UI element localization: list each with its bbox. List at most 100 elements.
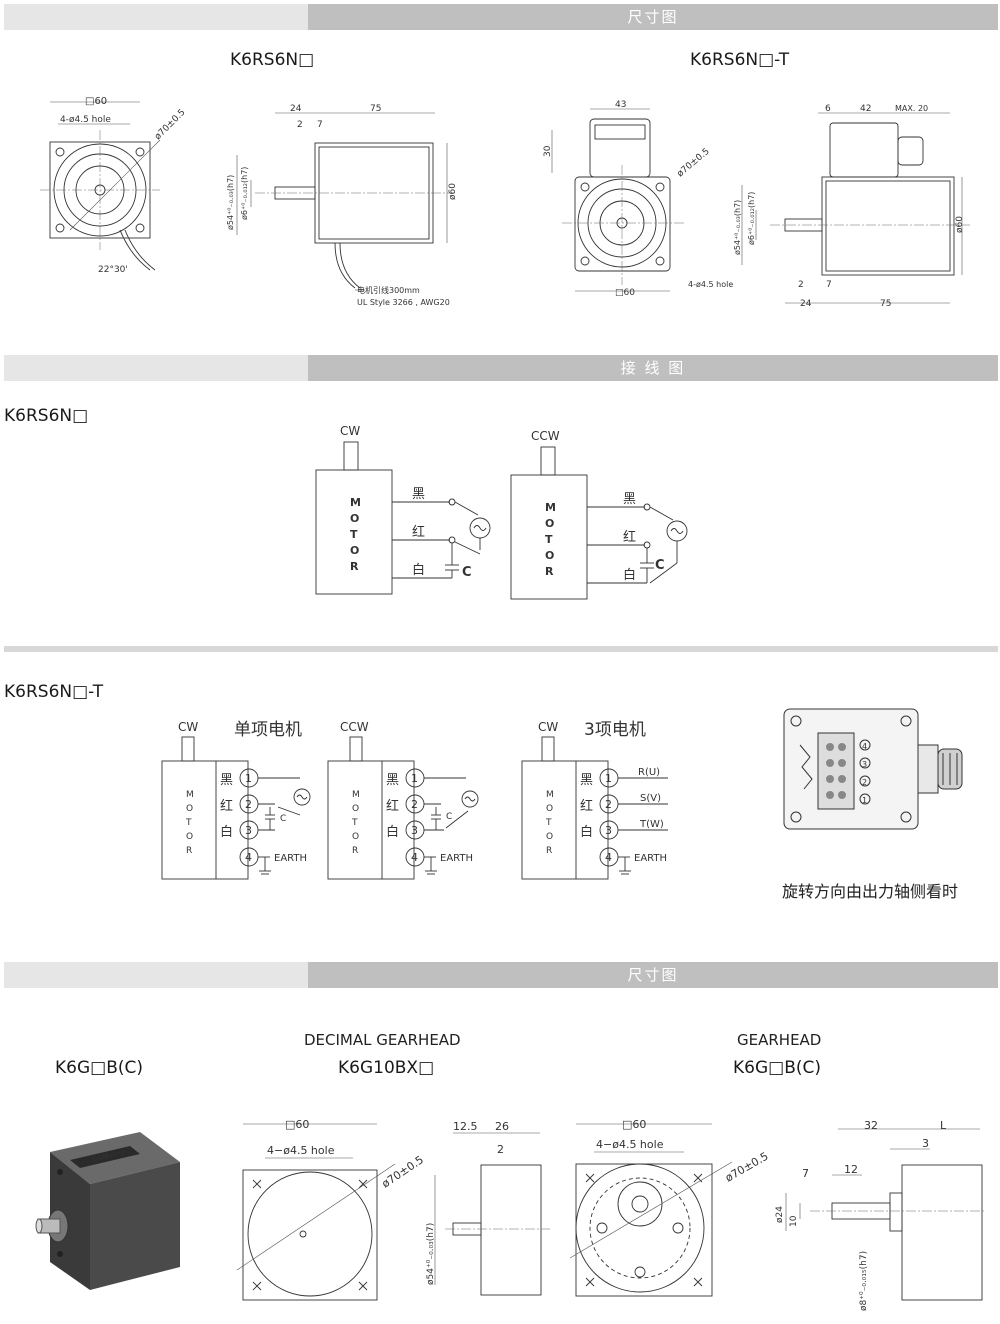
svg-text:ø54⁺⁰₋₀.₀₃(h7): ø54⁺⁰₋₀.₀₃(h7) xyxy=(733,200,742,255)
wiring-diagram-cw: CW M O T O R 黑 红 白 C xyxy=(315,424,491,595)
svg-text:S(V): S(V) xyxy=(640,793,661,804)
svg-text:ø60: ø60 xyxy=(448,183,458,200)
svg-text:黑: 黑 xyxy=(580,773,593,788)
svg-text:O: O xyxy=(352,804,359,814)
svg-text:2: 2 xyxy=(297,120,303,130)
svg-text:4: 4 xyxy=(605,851,612,864)
svg-text:黑: 黑 xyxy=(220,773,233,788)
svg-text:ø54⁺⁰₋₀.₀₃(h7): ø54⁺⁰₋₀.₀₃(h7) xyxy=(226,175,235,230)
gearhead-title: GEARHEAD xyxy=(737,1031,822,1049)
svg-text:M: M xyxy=(546,790,554,800)
svg-text:CCW: CCW xyxy=(531,429,560,443)
section-divider xyxy=(4,646,998,652)
svg-text:CW: CW xyxy=(538,720,558,734)
svg-text:C: C xyxy=(462,565,472,580)
svg-text:白: 白 xyxy=(623,567,636,583)
svg-text:10: 10 xyxy=(789,1215,799,1227)
section-header-dimensions: 尺寸图 xyxy=(4,4,998,30)
svg-text:□60: □60 xyxy=(615,288,635,298)
svg-text:白: 白 xyxy=(412,562,425,578)
svg-text:黑: 黑 xyxy=(412,487,425,502)
svg-text:O: O xyxy=(352,832,359,842)
svg-text:□60: □60 xyxy=(622,1118,646,1131)
svg-text:T(W): T(W) xyxy=(639,819,664,830)
model-label-k6rs6n: K6RS6N□ xyxy=(230,50,315,70)
svg-text:O: O xyxy=(545,517,554,530)
svg-text:R: R xyxy=(186,846,192,856)
svg-text:CCW: CCW xyxy=(340,720,369,734)
svg-text:O: O xyxy=(186,804,193,814)
svg-text:ø70±0.5: ø70±0.5 xyxy=(676,147,712,180)
svg-text:12.5: 12.5 xyxy=(453,1120,478,1133)
svg-text:2: 2 xyxy=(862,778,867,787)
svg-text:ø6⁺⁰₋₀.₀₁₂(h7): ø6⁺⁰₋₀.₀₁₂(h7) xyxy=(747,192,756,245)
svg-text:O: O xyxy=(186,832,193,842)
svg-text:C: C xyxy=(446,812,452,822)
svg-text:42: 42 xyxy=(860,104,871,114)
svg-text:黑: 黑 xyxy=(623,492,636,507)
terminal-diagram-single-cw: CW 单项电机 M O T O R 黑 红 白 1 2 3 4 C EARTH xyxy=(161,720,311,880)
svg-text:4: 4 xyxy=(862,742,867,751)
svg-text:1: 1 xyxy=(411,772,418,785)
svg-text:红: 红 xyxy=(412,524,425,540)
dim-text: 4-ø4.5 hole xyxy=(60,115,111,125)
svg-text:MAX. 20: MAX. 20 xyxy=(895,104,928,113)
gearhead-model-label-a: K6G□B(C) xyxy=(55,1058,143,1078)
motor-front-view-left: □60 4-ø4.5 hole ø70±0.5 22°30' xyxy=(40,96,188,275)
gearhead-product-image: GGM K6G15B xyxy=(35,1132,180,1290)
svg-text:红: 红 xyxy=(386,798,399,814)
svg-text:32: 32 xyxy=(864,1119,878,1132)
svg-text:75: 75 xyxy=(880,299,891,309)
svg-text:T: T xyxy=(351,818,358,828)
svg-text:2: 2 xyxy=(605,798,612,811)
svg-text:3: 3 xyxy=(862,760,867,769)
section-title: 尺寸图 xyxy=(627,8,679,26)
svg-text:白: 白 xyxy=(386,824,399,840)
svg-text:T: T xyxy=(545,533,553,546)
svg-text:O: O xyxy=(350,512,359,525)
svg-text:6: 6 xyxy=(825,104,831,114)
svg-text:4: 4 xyxy=(411,851,418,864)
svg-text:ø8⁺⁰₋₀.₀₁₅(h7): ø8⁺⁰₋₀.₀₁₅(h7) xyxy=(859,1251,869,1311)
section-title: 尺寸图 xyxy=(627,966,679,984)
decimal-gearhead-side-view: 12.5 26 2 ø54⁺⁰₋₀.₀₃(h7) xyxy=(426,1120,550,1296)
svg-text:T: T xyxy=(350,528,358,541)
svg-text:4: 4 xyxy=(245,851,252,864)
svg-text:ø70±0.5: ø70±0.5 xyxy=(153,108,188,143)
svg-text:R: R xyxy=(350,560,359,573)
svg-text:CW: CW xyxy=(178,720,198,734)
svg-text:红: 红 xyxy=(220,798,233,814)
svg-text:R(U): R(U) xyxy=(638,767,660,778)
svg-text:O: O xyxy=(350,544,359,557)
svg-text:4-ø4.5 hole: 4-ø4.5 hole xyxy=(688,280,733,289)
svg-text:1: 1 xyxy=(862,796,867,805)
decimal-gearhead-title: DECIMAL GEARHEAD xyxy=(304,1031,461,1049)
motor-front-view-right: 43 30 ø70±0.5 □60 4-ø4.5 hole xyxy=(543,100,733,298)
decimal-gearhead-front-view: □60 4−ø4.5 hole ø70±0.5 xyxy=(236,1118,426,1301)
svg-text:R: R xyxy=(352,846,358,856)
rotation-direction-note: 旋转方向由出力轴侧看时 xyxy=(782,882,959,901)
svg-text:EARTH: EARTH xyxy=(440,853,473,864)
svg-text:ø70±0.5: ø70±0.5 xyxy=(723,1150,771,1185)
svg-text:4−ø4.5 hole: 4−ø4.5 hole xyxy=(267,1144,335,1157)
svg-text:T: T xyxy=(185,818,192,828)
svg-text:1: 1 xyxy=(245,772,252,785)
svg-text:4−ø4.5 hole: 4−ø4.5 hole xyxy=(596,1138,664,1151)
section-header-dimensions-gearhead: 尺寸图 xyxy=(4,962,998,988)
svg-text:3: 3 xyxy=(411,824,418,837)
svg-text:EARTH: EARTH xyxy=(634,853,667,864)
svg-text:2: 2 xyxy=(411,798,418,811)
svg-text:O: O xyxy=(546,804,553,814)
svg-text:2: 2 xyxy=(497,1143,504,1156)
svg-text:12: 12 xyxy=(844,1163,858,1176)
svg-text:M: M xyxy=(545,501,556,514)
svg-text:7: 7 xyxy=(826,280,832,290)
svg-text:3: 3 xyxy=(922,1137,929,1150)
motor-side-view-right: 6 42 MAX. 20 ø54⁺⁰₋₀.₀₃(h7) ø6⁺⁰₋₀.₀₁₂(h… xyxy=(733,104,970,309)
svg-text:3: 3 xyxy=(605,824,612,837)
svg-text:T: T xyxy=(545,818,552,828)
svg-text:L: L xyxy=(940,1119,947,1132)
svg-text:2: 2 xyxy=(245,798,252,811)
svg-text:ø60: ø60 xyxy=(955,216,965,233)
wiring-diagram-ccw: CCW M O T O R 黑 红 白 C xyxy=(510,429,688,600)
